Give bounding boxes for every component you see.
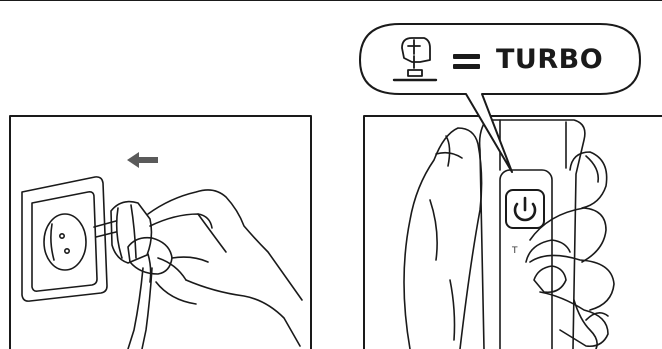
device-panel <box>364 116 662 349</box>
gripping-fingers <box>526 152 614 349</box>
arrow-left-icon <box>127 152 158 168</box>
hand-gripping-plug <box>128 190 302 346</box>
power-icon <box>515 198 535 220</box>
turbo-button-mark: T <box>512 246 518 256</box>
unplug-panel-frame <box>10 116 311 349</box>
device-panel-frame <box>364 116 662 349</box>
palm <box>404 128 482 349</box>
power-button[interactable] <box>506 190 544 228</box>
device-handle <box>480 120 585 349</box>
wall-socket <box>22 177 107 301</box>
plug-cable <box>128 268 152 349</box>
unplug-panel <box>10 116 311 349</box>
turbo-label: TURBO <box>496 45 603 75</box>
